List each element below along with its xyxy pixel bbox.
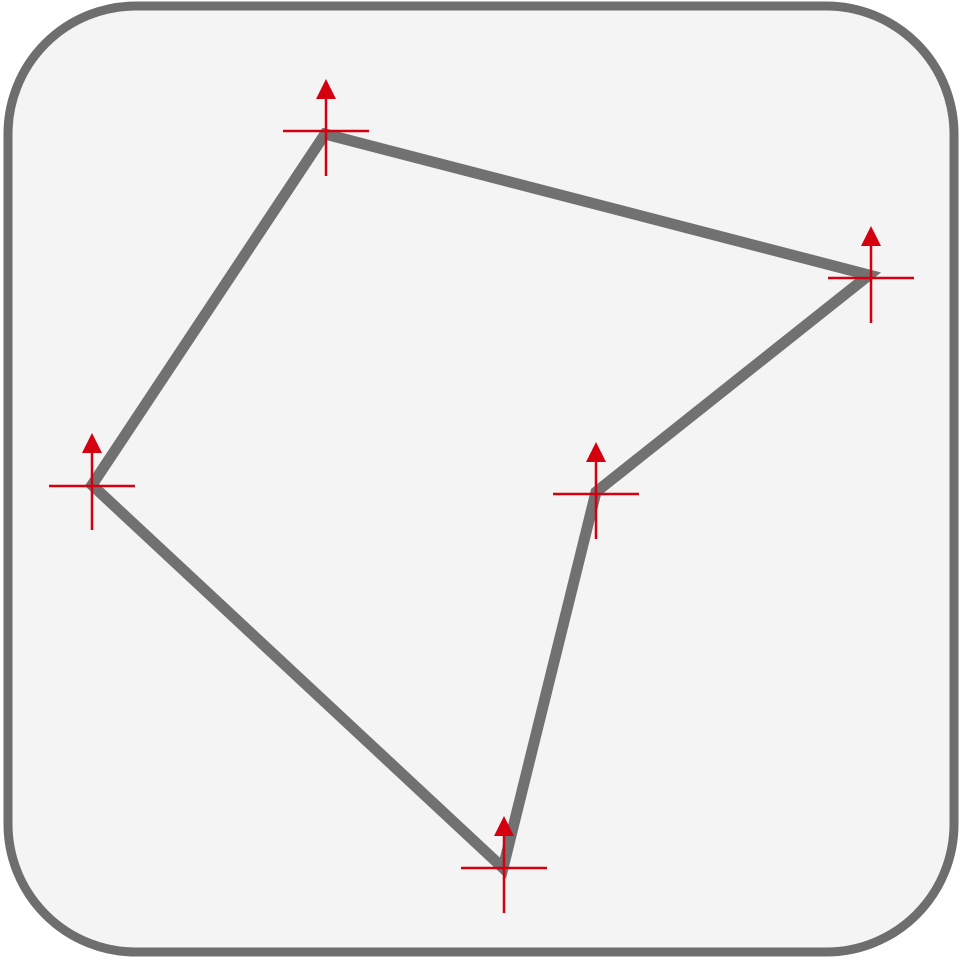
vertex-marker-inner[interactable]	[553, 442, 639, 539]
icon-frame	[3, 1, 959, 957]
vertex-marker-top[interactable]	[283, 79, 369, 176]
vertex-marker-bottom[interactable]	[461, 816, 547, 913]
vertex-marker-right[interactable]	[828, 226, 914, 323]
polygon-outline	[84, 127, 882, 879]
vertex-marker-left[interactable]	[49, 433, 135, 530]
